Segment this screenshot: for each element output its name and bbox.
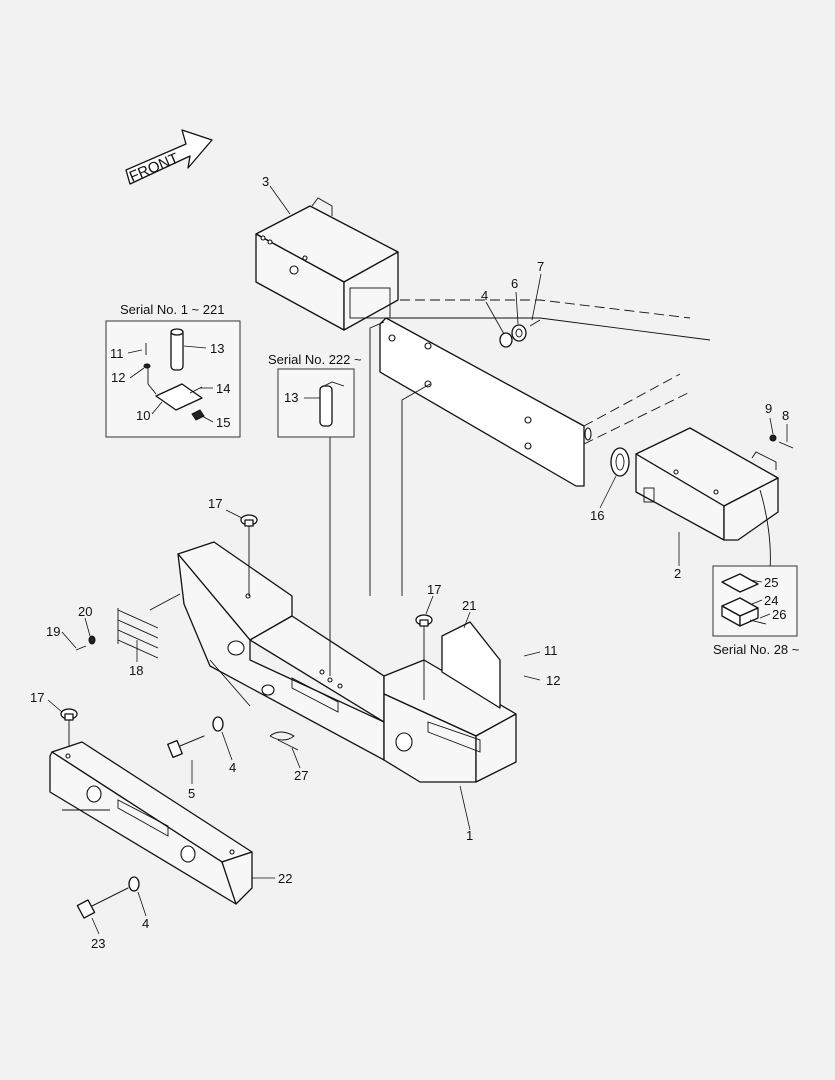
part-19-20-bolt: [75, 635, 96, 651]
callout-27: 27: [294, 768, 308, 783]
part-2-box: [635, 427, 779, 571]
part-17-caps: [60, 514, 433, 721]
part-1-counterweight: [177, 541, 517, 783]
part-18-rails: [117, 593, 181, 659]
part-4-6-7-hardware: [499, 319, 541, 348]
callout-20: 20: [78, 604, 92, 619]
callout-23: 23: [91, 936, 105, 951]
callout-leaders: [47, 185, 788, 935]
part-23-bolt: [76, 887, 129, 919]
serial-28-label: Serial No. 28 ~: [713, 642, 800, 657]
callout-26: 26: [772, 607, 786, 622]
callout-19: 19: [46, 624, 60, 639]
callout-13-serial222: 13: [284, 390, 298, 405]
part-22-bar: [49, 741, 253, 905]
callout-17-left: 17: [30, 690, 44, 705]
callout-17-top: 17: [208, 496, 222, 511]
callout-numbers: 3 4 6 7 9 8 16 2 1 17 17 17 21 11 12 20 …: [30, 174, 789, 951]
part-27-pin: [269, 731, 299, 751]
inset-serial-222: Serial No. 222 ~: [268, 352, 362, 438]
inset-serial-28: Serial No. 28 ~: [712, 565, 800, 657]
callout-8: 8: [782, 408, 789, 423]
callout-6: 6: [511, 276, 518, 291]
callout-25: 25: [764, 575, 778, 590]
callout-21: 21: [462, 598, 476, 613]
callout-4: 4: [481, 288, 488, 303]
callout-4-mid: 4: [229, 760, 236, 775]
part-4-washer: [212, 716, 224, 732]
callout-15: 15: [216, 415, 230, 430]
front-arrow: FRONT: [125, 129, 213, 186]
serial-222-label: Serial No. 222 ~: [268, 352, 362, 367]
serial-1-221-label: Serial No. 1 ~ 221: [120, 302, 224, 317]
callout-17-mid: 17: [427, 582, 441, 597]
part-16-grommet: [610, 447, 630, 477]
callout-1: 1: [466, 828, 473, 843]
callout-13-inset: 13: [210, 341, 224, 356]
part-3-box: [255, 197, 399, 331]
part-8-9-bolt: [769, 434, 794, 449]
callout-18: 18: [129, 663, 143, 678]
callout-9: 9: [765, 401, 772, 416]
part-5-bolt: [167, 735, 205, 759]
assembly-lines: [68, 321, 431, 752]
callout-3: 3: [262, 174, 269, 189]
callout-14: 14: [216, 381, 230, 396]
callout-16: 16: [590, 508, 604, 523]
frame-rail: [379, 299, 711, 487]
callout-22: 22: [278, 871, 292, 886]
callout-12-right: 12: [546, 673, 560, 688]
callout-11-inset: 11: [110, 346, 124, 361]
callout-7: 7: [537, 259, 544, 274]
part-4-washer-lower: [128, 876, 140, 892]
callout-2: 2: [674, 566, 681, 581]
callout-12-inset: 12: [111, 370, 125, 385]
callout-5: 5: [188, 786, 195, 801]
callout-4-low: 4: [142, 916, 149, 931]
callout-11-right: 11: [544, 643, 558, 658]
callout-24: 24: [764, 593, 778, 608]
front-label: FRONT: [127, 150, 181, 186]
callout-10: 10: [136, 408, 150, 423]
inset-serial-1-221: Serial No. 1 ~ 221: [105, 302, 241, 438]
